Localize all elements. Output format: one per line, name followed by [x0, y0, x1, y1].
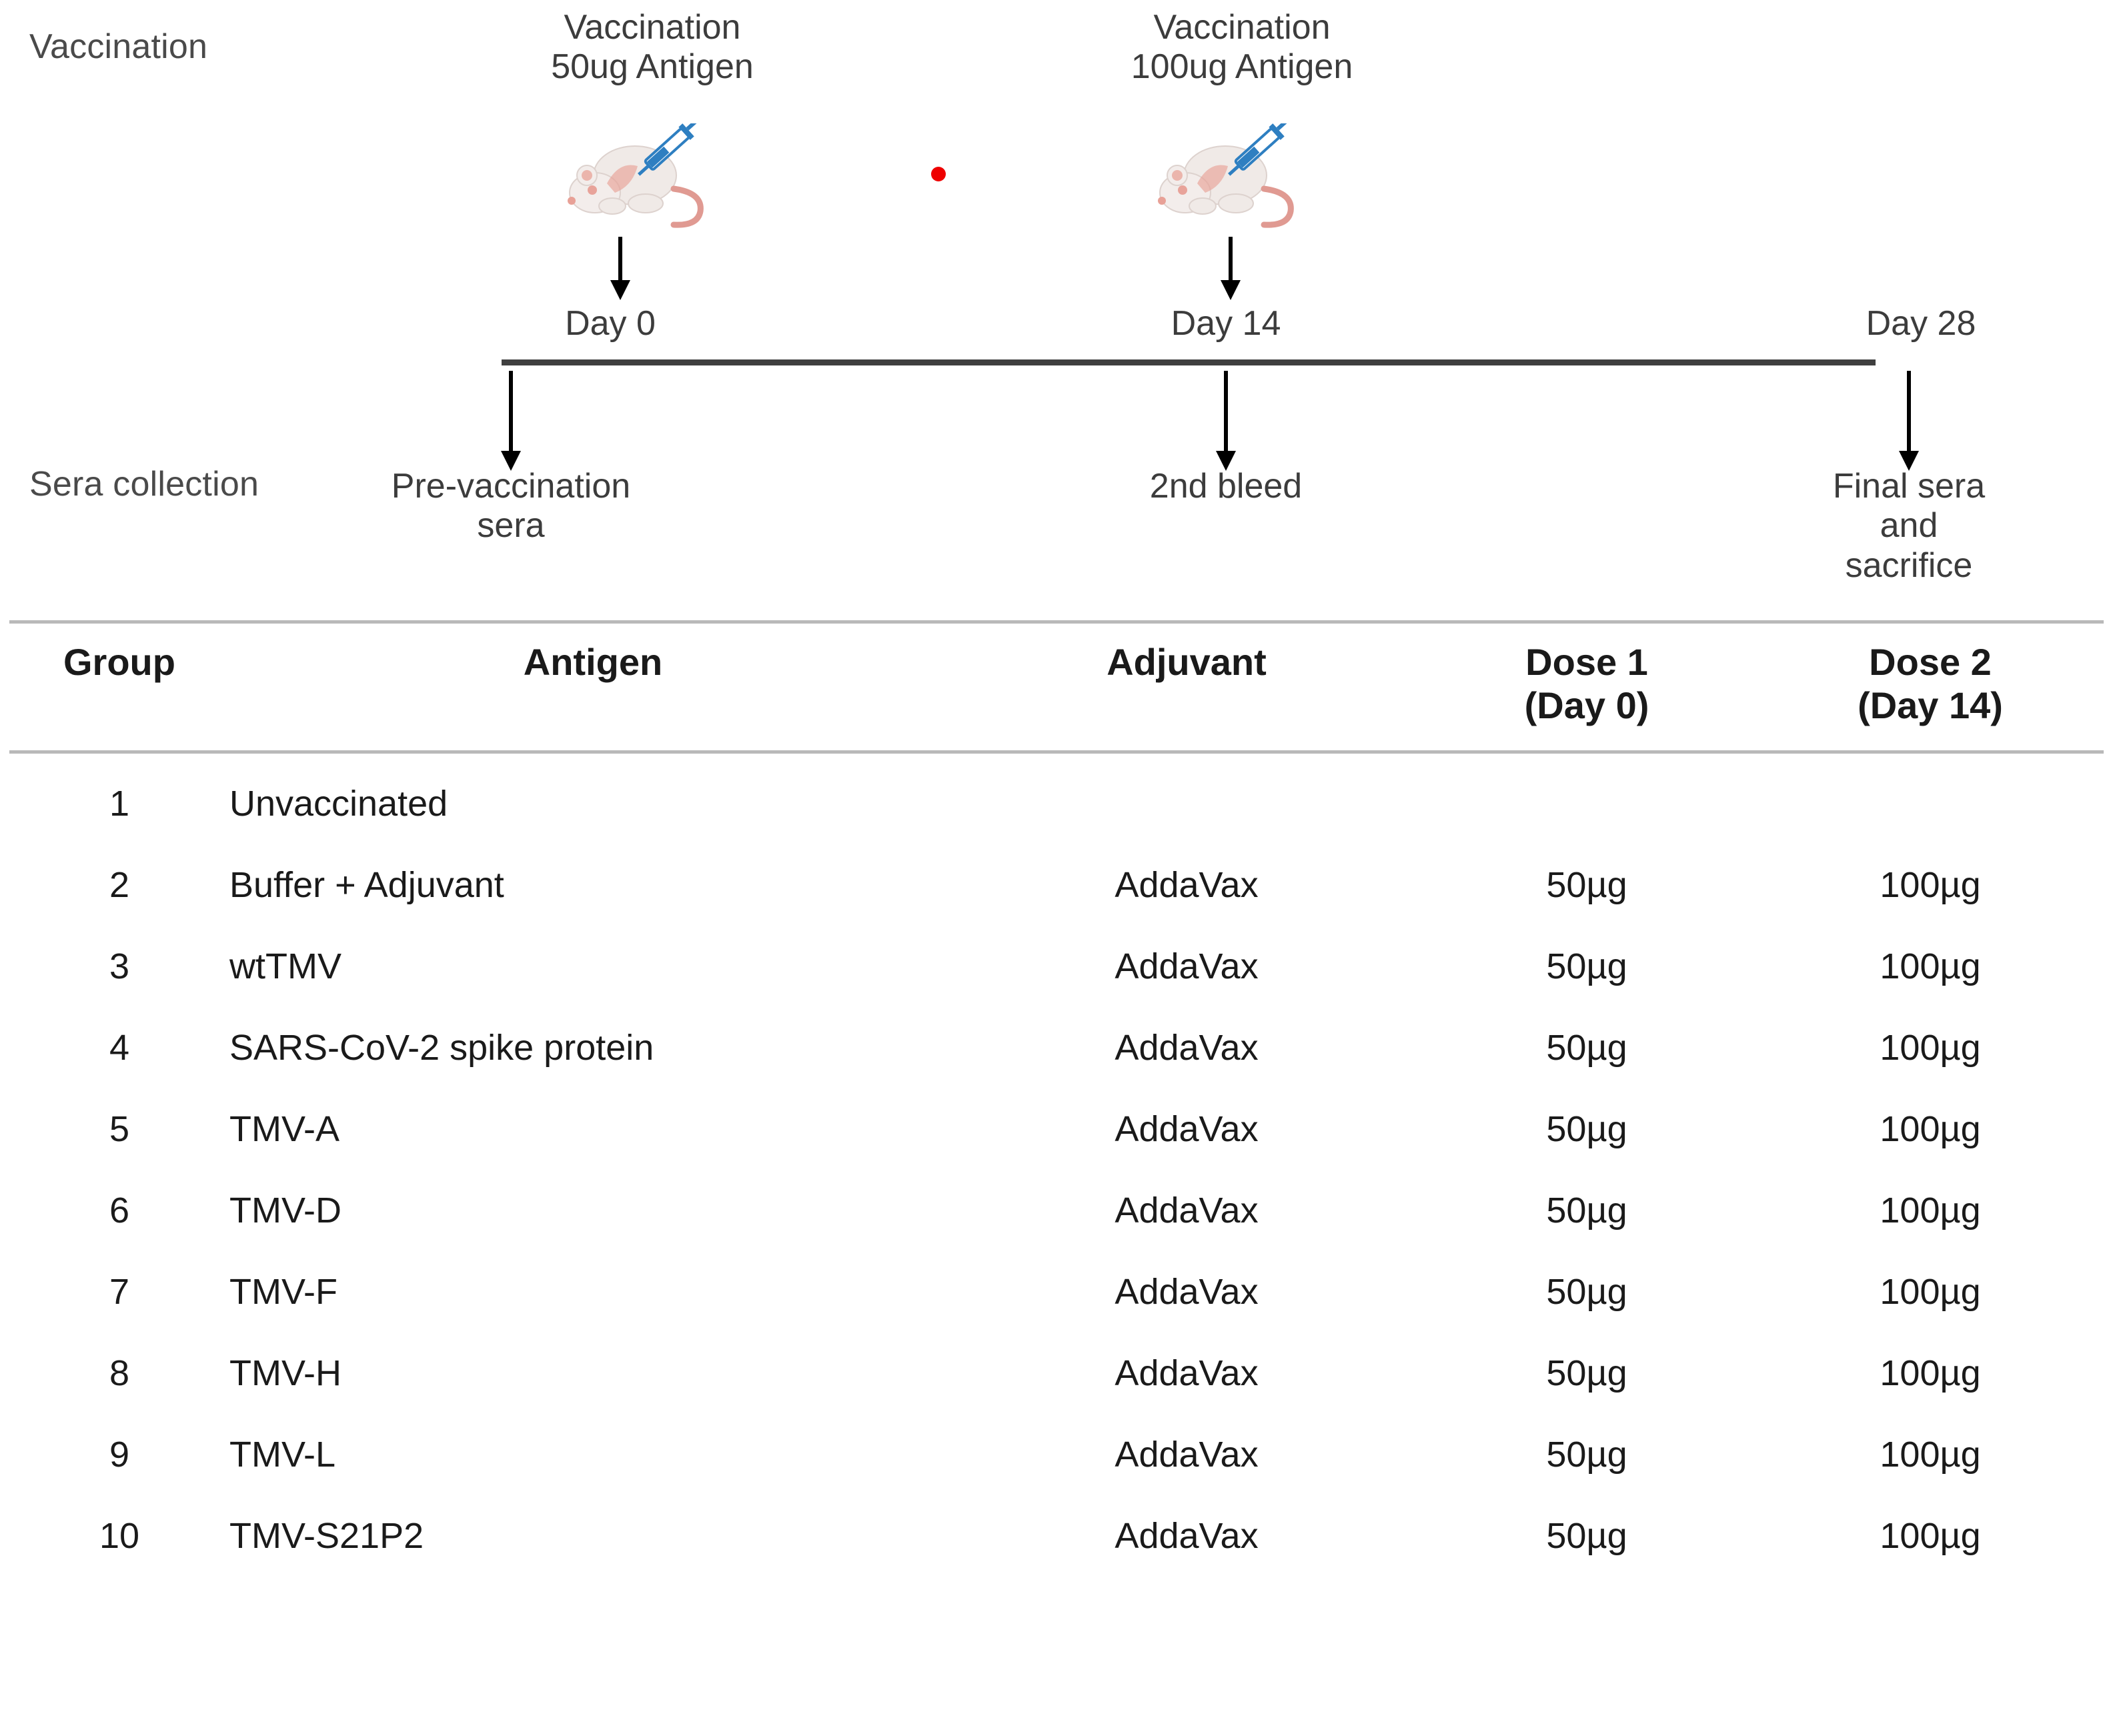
- table-row: 6 TMV-D AddaVax 50µg 100µg: [9, 1170, 2104, 1251]
- sera-event-final-sera: Final sera and sacrifice: [1832, 467, 1986, 585]
- antigen-cell: Unvaccinated: [229, 783, 448, 824]
- adjuvant-cell: AddaVax: [1115, 1108, 1259, 1149]
- table-row: 1 Unvaccinated: [9, 752, 2104, 844]
- table-row: 4 SARS-CoV-2 spike protein AddaVax 50µg 100µ…: [9, 1007, 2104, 1088]
- dose1-cell: 50µg: [1546, 1190, 1627, 1230]
- group-number-cell: 5: [109, 1108, 130, 1149]
- dose2-cell: 100µg: [1880, 1027, 1981, 1068]
- column-header-dose2: Dose 2 (Day 14): [1858, 641, 2003, 726]
- sera-event-prevaccination: Pre-vaccination sera: [391, 467, 631, 546]
- table-row: 3 wtTMV AddaVax 50µg 100µg: [9, 926, 2104, 1007]
- antigen-cell: TMV-F: [229, 1271, 337, 1312]
- dose2-cell: 100µg: [1880, 946, 1981, 986]
- down-arrow-icon: [1216, 371, 1236, 471]
- group-number-cell: 8: [109, 1353, 130, 1393]
- antigen-cell: wtTMV: [229, 946, 341, 986]
- experimental-groups-table: Group Antigen Adjuvant Dose 1 (Day 0) Do…: [0, 620, 2113, 1577]
- adjuvant-cell: AddaVax: [1115, 1353, 1259, 1393]
- dose2-cell: 100µg: [1880, 1271, 1981, 1312]
- group-number-cell: 6: [109, 1190, 130, 1230]
- table-header-row: Group Antigen Adjuvant Dose 1 (Day 0) Do…: [9, 622, 2104, 752]
- adjuvant-cell: AddaVax: [1115, 864, 1259, 905]
- timeline-tick-day-14: Day 14: [1171, 304, 1281, 343]
- adjuvant-cell: [956, 752, 1417, 844]
- adjuvant-cell: AddaVax: [1115, 946, 1259, 986]
- antigen-cell: TMV-A: [229, 1108, 340, 1149]
- table-row: 9 TMV-L AddaVax 50µg 100µg: [9, 1414, 2104, 1495]
- antigen-cell: Buffer + Adjuvant: [229, 864, 504, 905]
- dose1-cell: [1417, 752, 1757, 844]
- group-number-cell: 2: [109, 864, 130, 905]
- dose1-cell: 50µg: [1546, 1027, 1627, 1068]
- down-arrow-icon: [610, 237, 630, 300]
- dose2-cell: 100µg: [1880, 1190, 1981, 1230]
- antigen-cell: SARS-CoV-2 spike protein: [229, 1027, 654, 1068]
- timeline-axis: [502, 359, 1876, 365]
- dose2-cell: 100µg: [1880, 1353, 1981, 1393]
- antigen-cell: TMV-L: [229, 1434, 336, 1475]
- dose2-cell: 100µg: [1880, 864, 1981, 905]
- timeline-tick-day-0: Day 0: [565, 304, 656, 343]
- table-row: 2 Buffer + Adjuvant AddaVax 50µg 100µg: [9, 844, 2104, 926]
- dose1-cell: 50µg: [1546, 1434, 1627, 1475]
- adjuvant-cell: AddaVax: [1115, 1190, 1259, 1230]
- antigen-cell: TMV-D: [229, 1190, 341, 1230]
- dose1-cell: 50µg: [1546, 1108, 1627, 1149]
- down-arrow-icon: [501, 371, 521, 471]
- mouse-syringe-icon: [1151, 117, 1304, 230]
- group-number-cell: 1: [109, 783, 130, 824]
- vaccination-caption-dose1: Vaccination 50ug Antigen: [551, 8, 754, 87]
- dose1-cell: 50µg: [1546, 1271, 1627, 1312]
- dose2-cell: [1757, 752, 2104, 844]
- antigen-cell: TMV-S21P2: [229, 1515, 424, 1556]
- dose1-cell: 50µg: [1546, 1515, 1627, 1556]
- table-row: 8 TMV-H AddaVax 50µg 100µg: [9, 1333, 2104, 1414]
- sera-event-second-bleed: 2nd bleed: [1149, 467, 1303, 506]
- table-row: 10 TMV-S21P2 AddaVax 50µg 100µg: [9, 1495, 2104, 1577]
- dose2-cell: 100µg: [1880, 1108, 1981, 1149]
- dose2-cell: 100µg: [1880, 1515, 1981, 1556]
- column-header-antigen: Antigen: [523, 641, 663, 683]
- sera-collection-row-label: Sera collection: [29, 465, 259, 504]
- study-timeline-schematic: Vaccination Sera collection Vaccination …: [0, 0, 2113, 632]
- adjuvant-cell: AddaVax: [1115, 1027, 1259, 1068]
- antigen-cell: TMV-H: [229, 1353, 341, 1393]
- adjuvant-cell: AddaVax: [1115, 1271, 1259, 1312]
- table-row: 7 TMV-F AddaVax 50µg 100µg: [9, 1251, 2104, 1333]
- timeline-tick-day-28: Day 28: [1866, 304, 1976, 343]
- vaccination-row-label: Vaccination: [29, 27, 208, 66]
- dose1-cell: 50µg: [1546, 1353, 1627, 1393]
- dose2-cell: 100µg: [1880, 1434, 1981, 1475]
- column-header-adjuvant: Adjuvant: [1107, 641, 1267, 683]
- group-number-cell: 10: [99, 1515, 140, 1556]
- red-dot-artifact: [931, 167, 946, 181]
- dose1-cell: 50µg: [1546, 864, 1627, 905]
- group-number-cell: 3: [109, 946, 130, 986]
- down-arrow-icon: [1899, 371, 1919, 471]
- dose1-cell: 50µg: [1546, 946, 1627, 986]
- column-header-group: Group: [63, 641, 175, 683]
- down-arrow-icon: [1221, 237, 1241, 300]
- column-header-dose1: Dose 1 (Day 0): [1524, 641, 1649, 726]
- adjuvant-cell: AddaVax: [1115, 1515, 1259, 1556]
- group-number-cell: 4: [109, 1027, 130, 1068]
- group-number-cell: 7: [109, 1271, 130, 1312]
- mouse-syringe-icon: [560, 117, 714, 230]
- adjuvant-cell: AddaVax: [1115, 1434, 1259, 1475]
- group-number-cell: 9: [109, 1434, 130, 1475]
- table-row: 5 TMV-A AddaVax 50µg 100µg: [9, 1088, 2104, 1170]
- vaccination-caption-dose2: Vaccination 100ug Antigen: [1131, 8, 1353, 87]
